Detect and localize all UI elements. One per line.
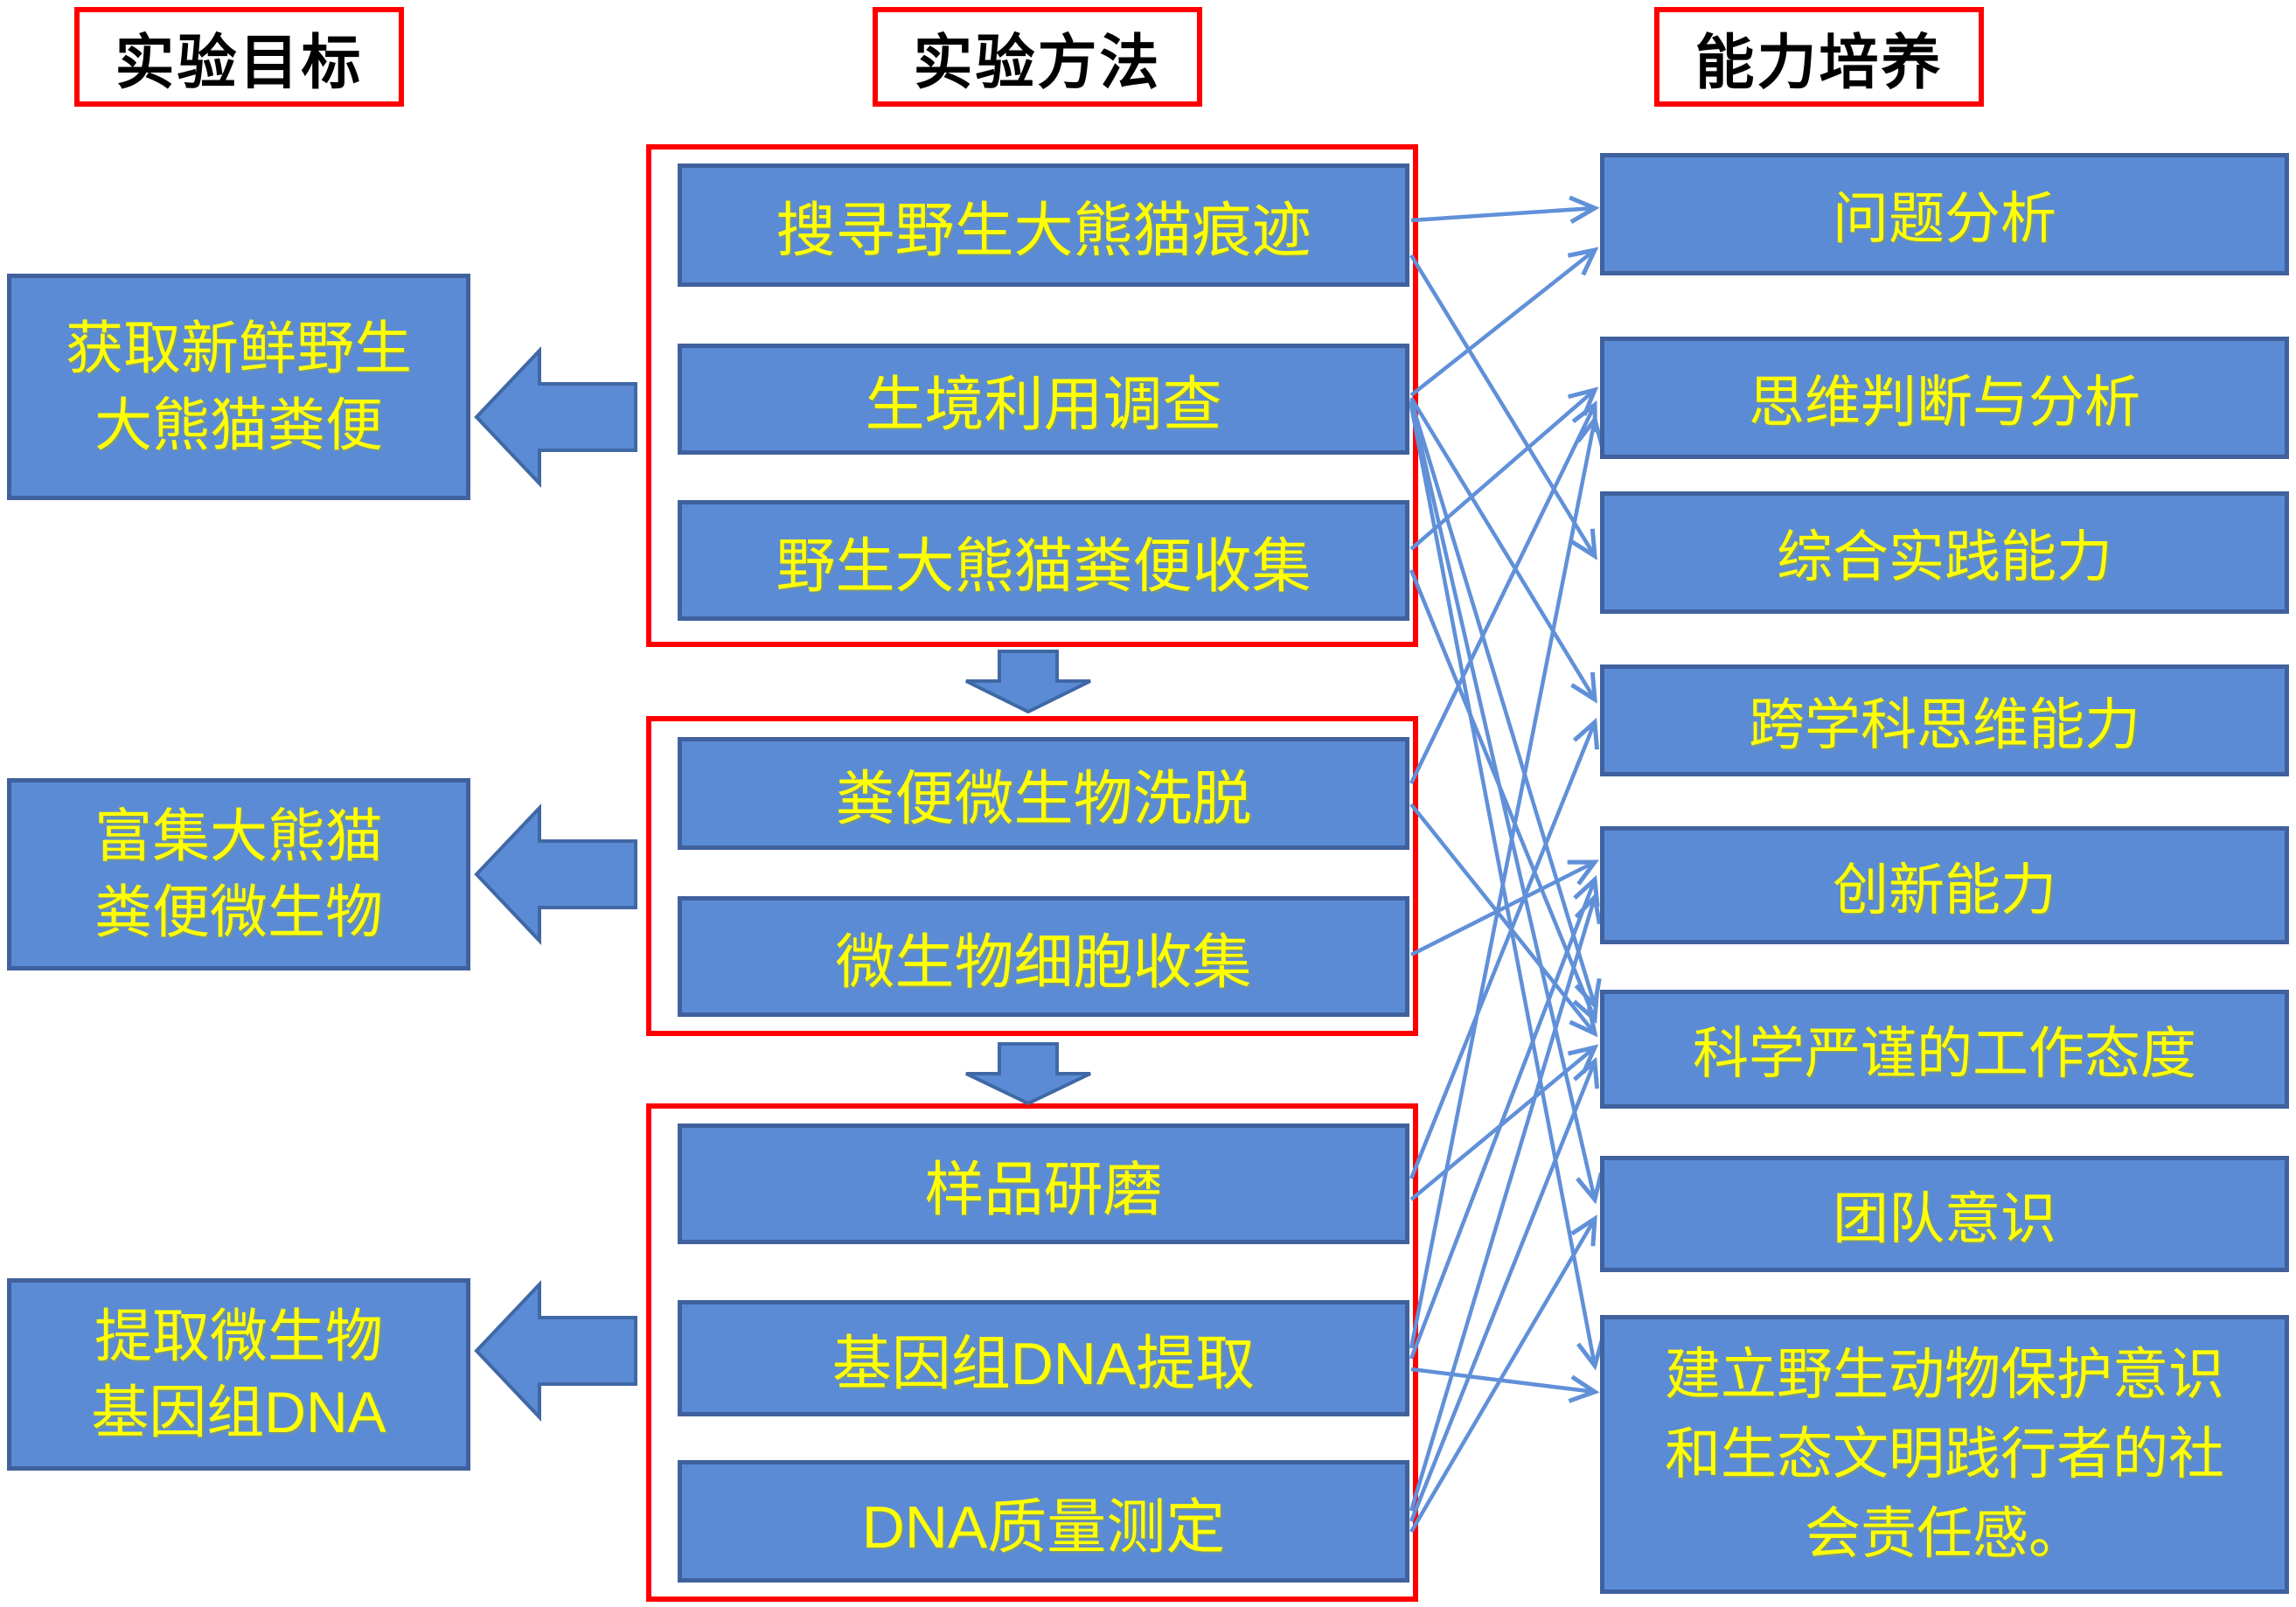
- connector-arrow: [1410, 195, 1600, 224]
- goal-label: 富集大熊猫 粪便微生物: [94, 798, 383, 950]
- ability-label: 创新能力: [1833, 858, 2056, 922]
- connector-arrow: [1409, 803, 1598, 1038]
- column-header-methods: 实验方法: [873, 7, 1202, 107]
- connector-arrow: [1409, 859, 1599, 957]
- ability-box-interdisciplinary: 跨学科思维能力: [1600, 664, 2289, 776]
- flow-arrow-left-icon: [474, 803, 637, 946]
- flow-arrow-left-icon: [474, 1279, 637, 1423]
- column-header-abilities-label: 能力培养: [1694, 29, 1944, 96]
- ability-label: 建立野生动物保护意识和生态文明践行者的社会责任感。: [1665, 1343, 2224, 1565]
- goal-label-line2: 粪便微生物: [94, 880, 383, 944]
- column-header-goals: 实验目标: [74, 7, 404, 107]
- ability-box-practice: 综合实践能力: [1600, 491, 2289, 614]
- connector-arrows: [1409, 195, 1604, 1534]
- ability-box-judgment-analysis: 思维判断与分析: [1600, 337, 2289, 459]
- method-step-label: 微生物细胞收集: [835, 929, 1252, 996]
- method-step-label: 基因组DNA提取: [831, 1331, 1256, 1397]
- goal-label-line2: 基因组DNA: [91, 1380, 386, 1444]
- connector-arrow: [1409, 247, 1599, 397]
- method-step-sample-grinding: 样品研磨: [678, 1124, 1409, 1244]
- ability-label: 问题分析: [1833, 187, 2056, 250]
- ability-box-problem-analysis: 问题分析: [1600, 153, 2289, 275]
- column-header-goals-label: 实验目标: [115, 29, 364, 96]
- column-header-methods-label: 实验方法: [913, 29, 1162, 96]
- ability-box-rigorous-attitude: 科学严谨的工作态度: [1600, 990, 2289, 1109]
- connector-arrow: [1410, 1367, 1600, 1403]
- method-step-label: 野生大熊猫粪便收集: [776, 532, 1312, 600]
- connector-arrow: [1409, 386, 1599, 551]
- method-step-label: DNA质量测定: [861, 1493, 1226, 1561]
- connector-arrow: [1409, 892, 1602, 1512]
- ability-box-innovation: 创新能力: [1600, 826, 2289, 944]
- connector-arrow: [1409, 874, 1600, 1360]
- goal-box-fresh-feces: 获取新鲜野生 大熊猫粪便: [7, 274, 470, 500]
- method-group-frame-1: [646, 144, 1418, 647]
- ability-label: 团队意识: [1833, 1186, 2056, 1250]
- ability-label: 科学严谨的工作态度: [1693, 1022, 2196, 1085]
- connector-arrow: [1409, 717, 1600, 1179]
- goal-label-line2: 大熊猫粪便: [94, 392, 383, 457]
- ability-box-teamwork: 团队意识: [1600, 1156, 2289, 1272]
- connector-arrow: [1409, 400, 1597, 784]
- method-step-microbe-elution: 粪便微生物洗脱: [678, 737, 1409, 850]
- method-step-dna-extraction: 基因组DNA提取: [678, 1300, 1409, 1416]
- goal-label: 提取微生物 基因组DNA: [91, 1298, 386, 1450]
- goal-label: 获取新鲜野生 大熊猫粪便: [66, 310, 412, 463]
- goal-box-extract-dna: 提取微生物 基因组DNA: [7, 1278, 470, 1471]
- method-step-label: 生境利用调查: [865, 372, 1222, 438]
- method-step-label: 搜寻野生大熊猫痕迹: [776, 198, 1312, 264]
- connector-arrow: [1409, 254, 1597, 560]
- method-step-habitat-survey: 生境利用调查: [678, 344, 1409, 455]
- method-step-label: 粪便微生物洗脱: [835, 766, 1252, 832]
- method-step-cell-collection: 微生物细胞收集: [678, 896, 1409, 1017]
- ability-label: 跨学科思维能力: [1749, 693, 2140, 756]
- flow-arrow-down-icon: [965, 650, 1091, 714]
- goal-box-enrich-microbes: 富集大熊猫 粪便微生物: [7, 778, 470, 970]
- goal-label-line1: 获取新鲜野生: [66, 316, 412, 381]
- ability-label: 综合实践能力: [1777, 525, 2112, 588]
- column-header-abilities: 能力培养: [1654, 7, 1984, 107]
- ability-box-conservation-responsibility: 建立野生动物保护意识和生态文明践行者的社会责任感。: [1600, 1315, 2289, 1594]
- method-step-search-traces: 搜寻野生大熊猫痕迹: [678, 163, 1409, 287]
- goal-label-line1: 富集大熊猫: [94, 803, 383, 868]
- method-step-dna-quality-test: DNA质量测定: [678, 1460, 1409, 1583]
- connector-arrow: [1409, 1214, 1597, 1534]
- goal-label-line1: 提取微生物: [94, 1303, 383, 1368]
- method-group-frame-2: [646, 716, 1418, 1036]
- flow-arrow-down-icon: [965, 1042, 1091, 1106]
- connector-arrow: [1409, 405, 1604, 1371]
- flow-arrow-left-icon: [474, 345, 637, 489]
- connector-arrow: [1409, 396, 1597, 704]
- connector-arrow: [1409, 400, 1602, 1011]
- method-step-feces-collection: 野生大熊猫粪便收集: [678, 500, 1409, 621]
- ability-label: 思维判断与分析: [1749, 371, 2140, 434]
- connector-arrow: [1409, 1056, 1600, 1522]
- connector-arrow: [1409, 402, 1604, 1205]
- method-step-label: 样品研磨: [924, 1156, 1163, 1223]
